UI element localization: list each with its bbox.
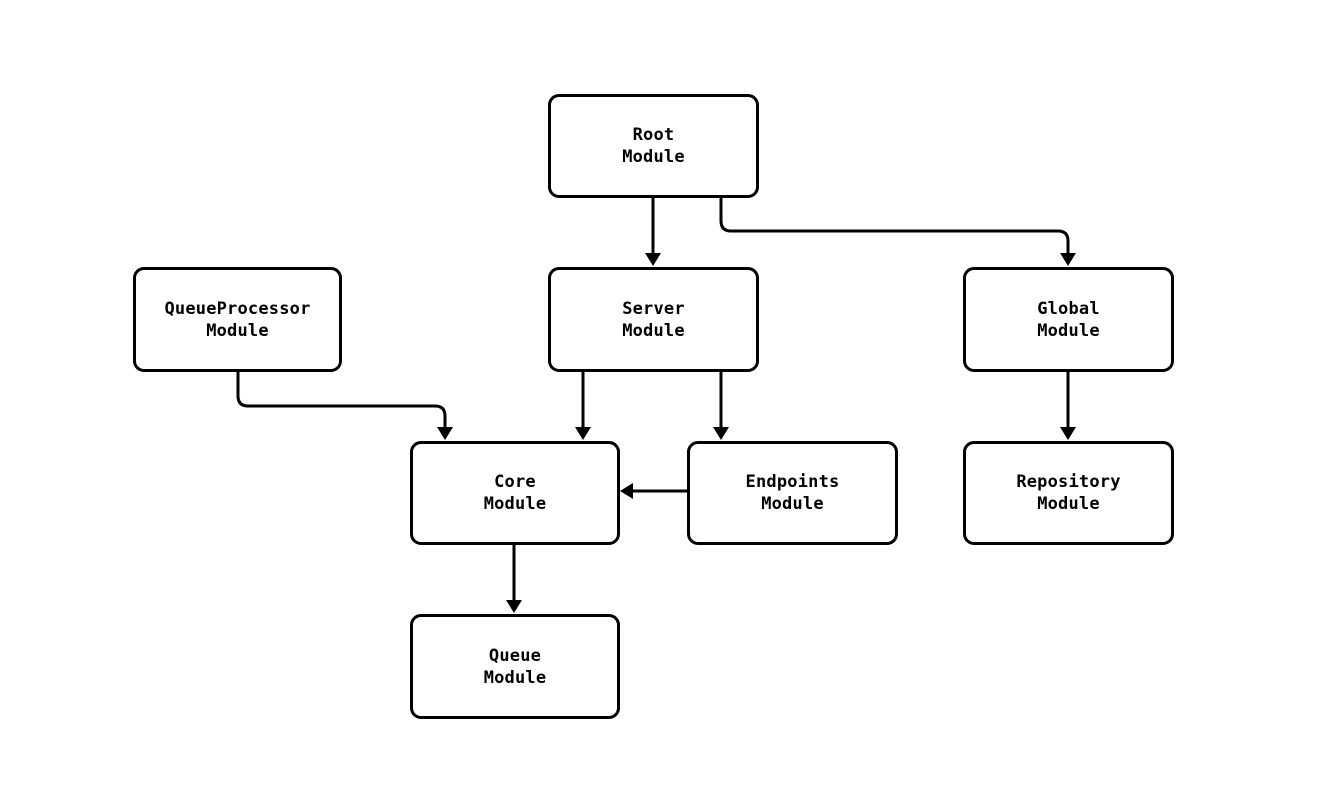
node-endpoints-module[interactable]: Endpoints Module [687,441,898,545]
node-root-module[interactable]: Root Module [548,94,759,198]
node-endpoints-module-line2: Module [761,494,824,514]
arrowhead-endpoints-to-core [620,483,633,499]
node-server-module-line2: Module [622,320,685,341]
node-global-module[interactable]: Global Module [963,267,1174,372]
node-endpoints-module-line1: Endpoints [745,472,840,492]
node-root-module-line1: Root [632,125,675,145]
node-core-module-line1: Core [494,472,536,492]
node-root-module-line2: Module [622,147,685,167]
node-repository-module[interactable]: Repository Module [963,441,1174,545]
edge-root-to-global [719,198,1070,260]
node-repository-module-line1: Repository [1016,472,1121,492]
node-queue-module-line1: Queue [488,645,542,666]
node-repository-module-line2: Module [1037,494,1100,514]
arrowhead-server-to-core [575,427,591,440]
node-server-module[interactable]: Server Module [548,267,759,372]
node-global-module-line2: Module [1037,320,1100,341]
node-core-module[interactable]: Core Module [410,441,620,545]
node-queue-module[interactable]: Queue Module [410,614,620,719]
node-global-module-line1: Global [1037,298,1100,319]
arrowhead-root-to-server [645,253,661,266]
node-core-module-line2: Module [483,494,547,514]
node-queueprocessor-module[interactable]: QueueProcessor Module [133,267,342,372]
node-queueprocessor-module-line2: Module [206,320,269,341]
arrowhead-queueprocessor-to-core [437,427,453,440]
arrowhead-server-to-endpoints [713,427,729,440]
node-server-module-line1: Server [622,298,685,319]
node-queue-module-line2: Module [483,667,547,688]
node-queueprocessor-module-line1: QueueProcessor [164,298,311,319]
edge-queueprocessor-to-core [236,372,447,434]
arrowhead-global-to-repository [1060,427,1076,440]
arrowhead-root-to-global [1060,253,1076,266]
arrowhead-core-to-queue [506,600,522,613]
